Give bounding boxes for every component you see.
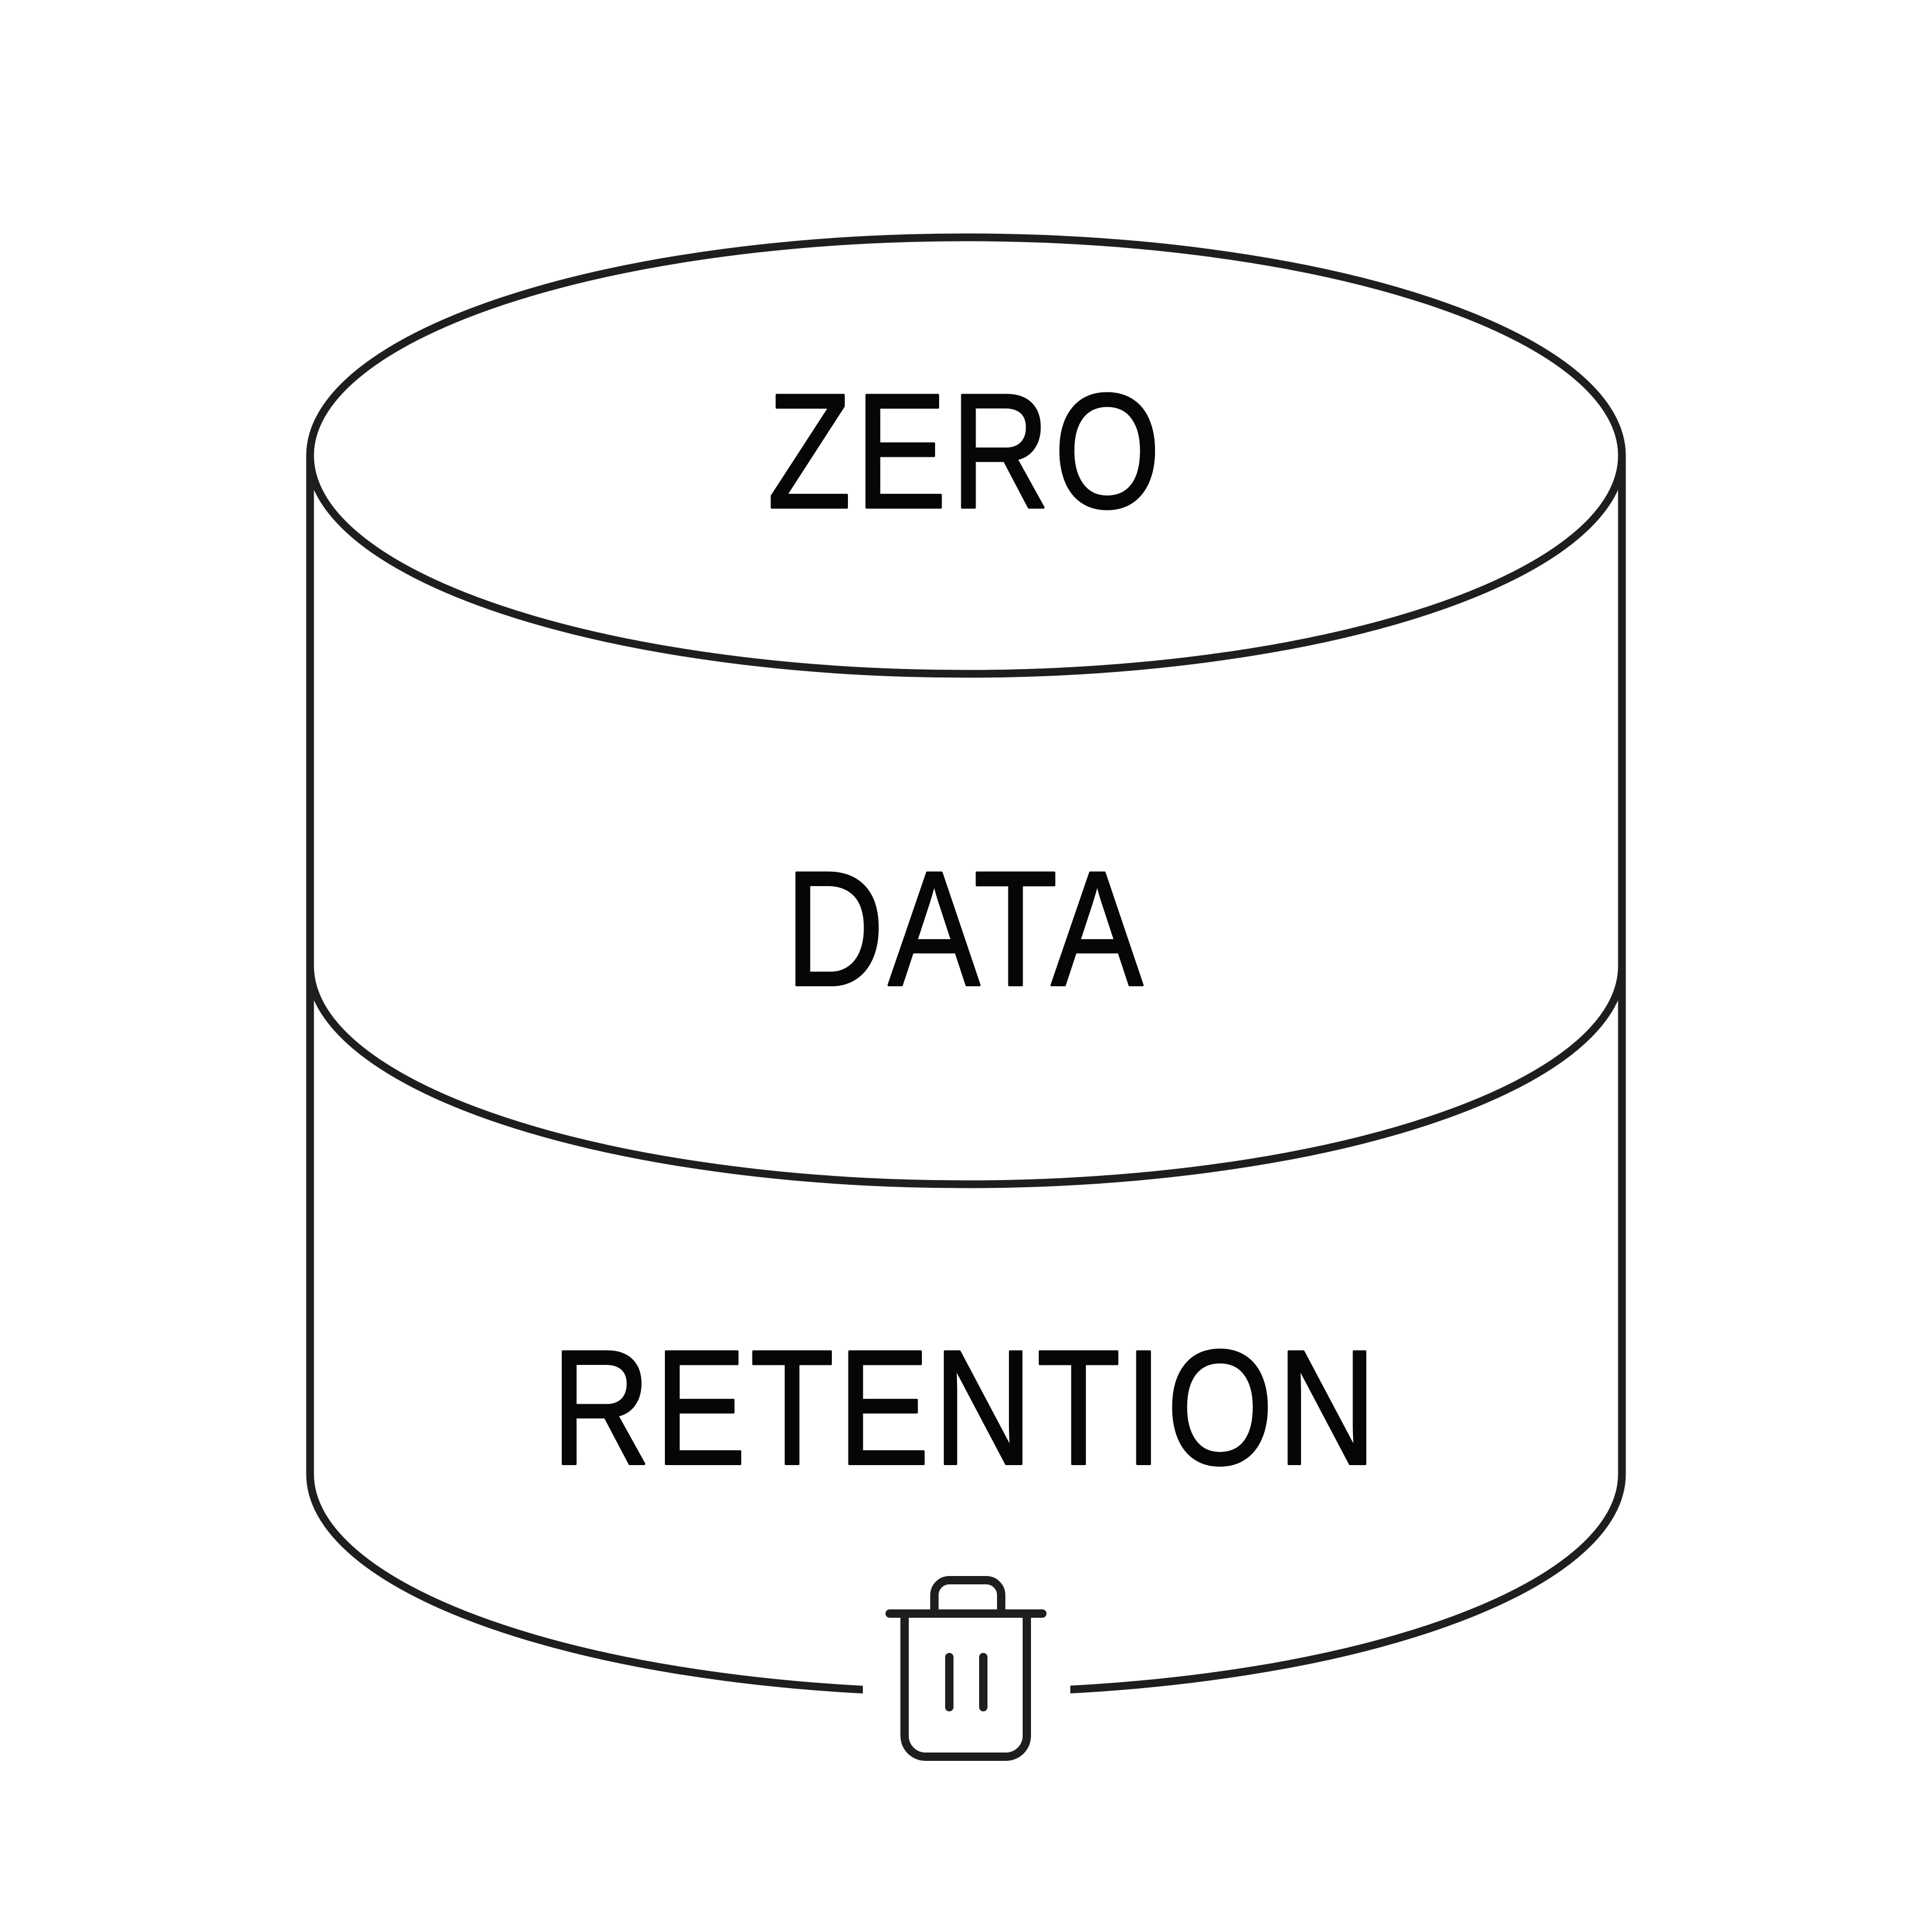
cylinder-top-ellipse	[306, 233, 1626, 678]
trash-icon	[886, 1576, 1046, 1761]
segment-label-data: DATA	[785, 837, 1147, 1020]
cylinder-middle-seam	[306, 965, 1626, 1188]
trash-icon-halo	[863, 1559, 1070, 1786]
segment-label-retention: RETENTION	[552, 1316, 1380, 1498]
trash-handle	[930, 1576, 1005, 1615]
trash-body	[900, 1614, 1031, 1761]
segment-label-zero: ZERO	[767, 360, 1165, 542]
